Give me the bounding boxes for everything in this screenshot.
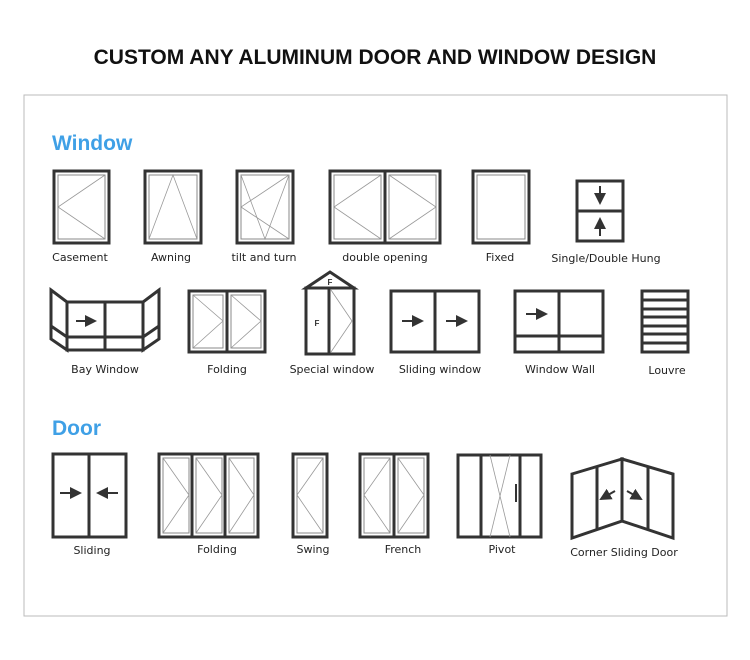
folding-window-icon xyxy=(187,289,267,354)
french-door-icon xyxy=(358,452,430,539)
label-double-opening: double opening xyxy=(342,251,427,264)
window-heading: Window xyxy=(52,132,133,155)
label-french-door: French xyxy=(385,543,422,556)
special-window-icon xyxy=(301,270,359,356)
label-casement: Casement xyxy=(52,251,108,264)
corner-sliding-door-icon xyxy=(570,456,675,541)
label-corner-sliding-door: Corner Sliding Door xyxy=(570,546,678,559)
fixed-mark-top: F xyxy=(328,278,333,287)
label-special-window: Special window xyxy=(290,363,375,376)
label-tilt-and-turn: tilt and turn xyxy=(231,251,296,264)
page-title: CUSTOM ANY ALUMINUM DOOR AND WINDOW DESI… xyxy=(94,46,657,69)
label-folding-window: Folding xyxy=(207,363,247,376)
double-opening-window-icon xyxy=(328,169,442,245)
label-swing-door: Swing xyxy=(297,543,330,556)
bay-window-icon xyxy=(49,287,161,353)
folding-door-icon xyxy=(157,452,260,539)
label-pivot-door: Pivot xyxy=(488,543,516,556)
sliding-door-icon xyxy=(51,452,128,539)
label-sliding-window: Sliding window xyxy=(399,363,481,376)
casement-window-icon xyxy=(52,169,111,245)
louvre-window-icon xyxy=(640,289,690,354)
label-sliding-door: Sliding xyxy=(73,544,110,557)
label-folding-door: Folding xyxy=(197,543,237,556)
awning-window-icon xyxy=(143,169,203,245)
single-double-hung-window-icon xyxy=(575,179,625,243)
label-bay-window: Bay Window xyxy=(71,363,139,376)
content-border xyxy=(23,94,728,617)
door-heading: Door xyxy=(52,417,101,440)
window-wall-icon xyxy=(513,289,605,354)
label-louvre: Louvre xyxy=(648,364,685,377)
label-awning: Awning xyxy=(151,251,191,264)
label-single-double-hung: Single/Double Hung xyxy=(551,252,660,265)
sliding-window-icon xyxy=(389,289,481,354)
label-window-wall: Window Wall xyxy=(525,363,595,376)
fixed-window-icon xyxy=(471,169,531,245)
pivot-door-icon xyxy=(456,453,543,539)
label-fixed: Fixed xyxy=(486,251,515,264)
tilt-and-turn-window-icon xyxy=(235,169,295,245)
swing-door-icon xyxy=(291,452,329,539)
fixed-mark-side: F xyxy=(315,319,320,328)
